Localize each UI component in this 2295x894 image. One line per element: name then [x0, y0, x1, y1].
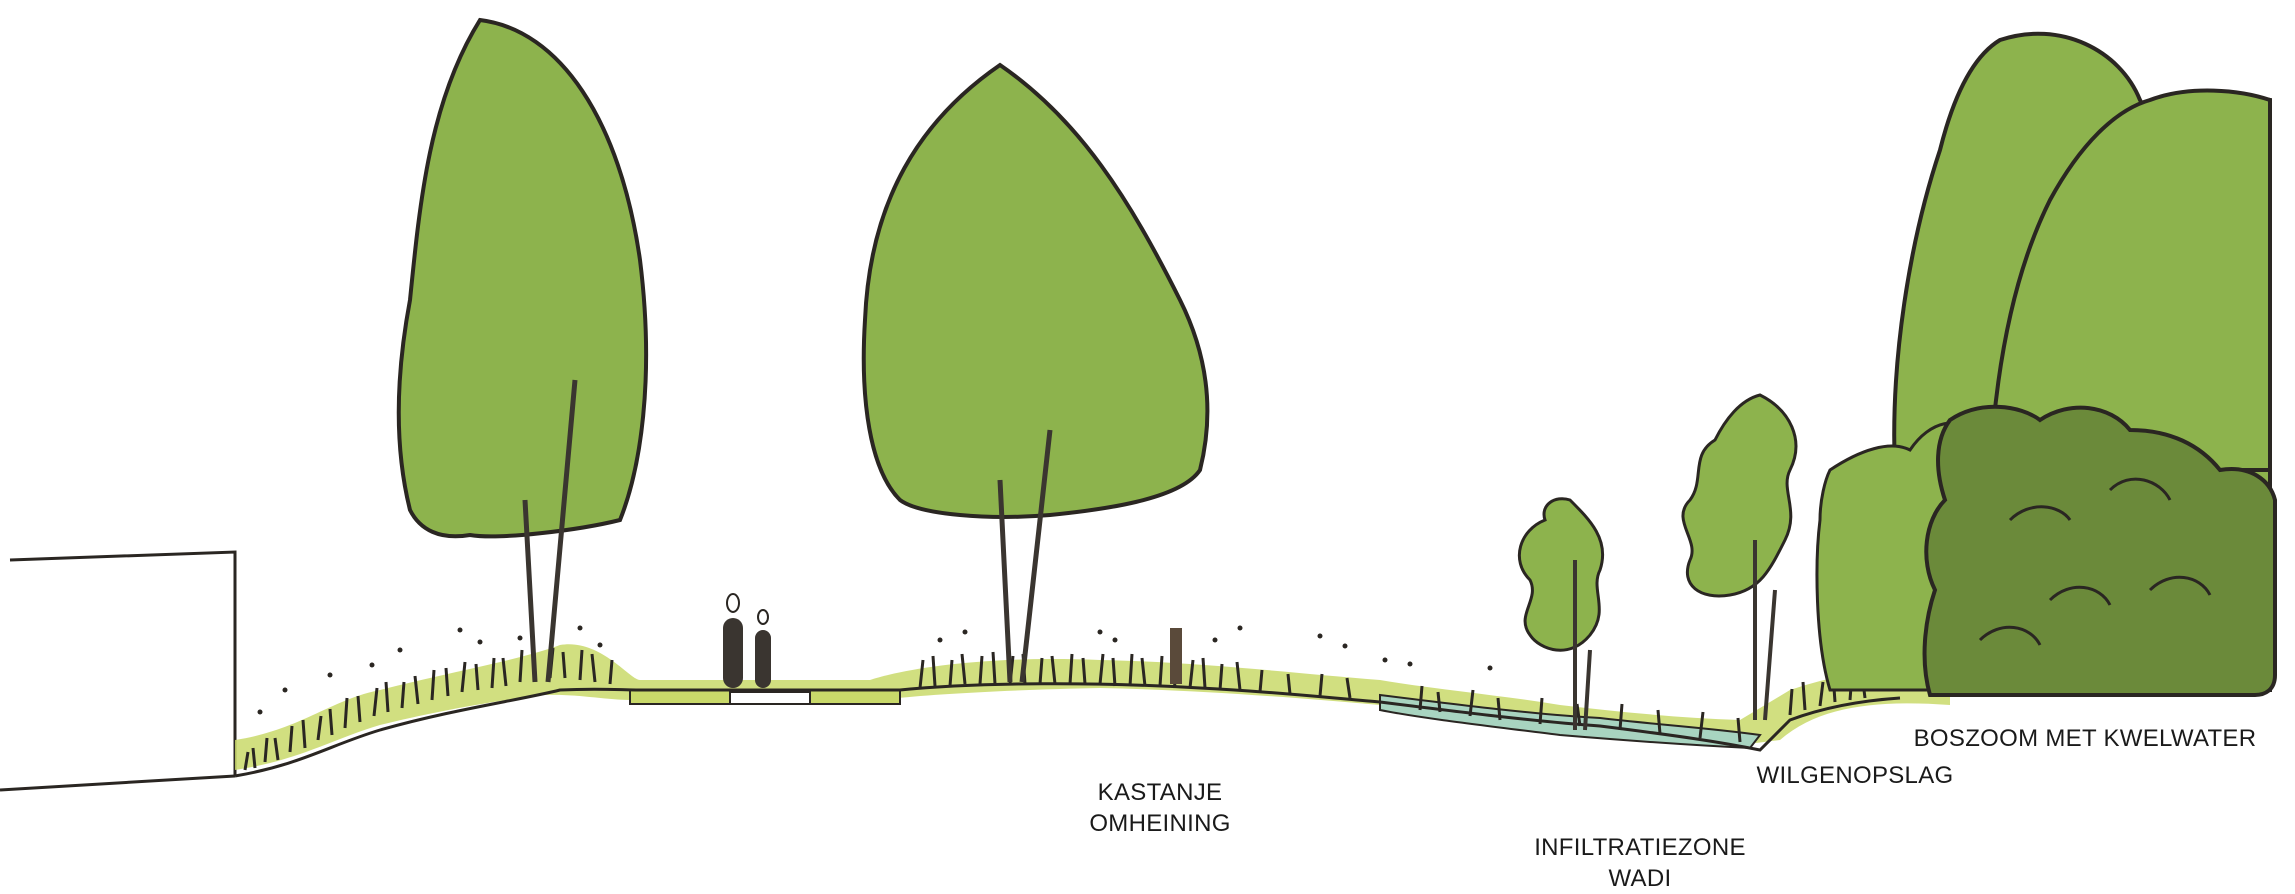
fence-post [1170, 628, 1182, 684]
willow-small-1 [1519, 499, 1602, 730]
label-kastanje-omheining: KASTANJE OMHEINING [1040, 777, 1280, 839]
people-figures [723, 594, 771, 688]
label-kastanje-line-1: KASTANJE [1040, 777, 1280, 808]
path-strips [630, 690, 900, 704]
label-kastanje-line-2: OMHEINING [1040, 808, 1280, 839]
building-outline [0, 552, 235, 790]
label-wilgenopslag: WILGENOPSLAG [1735, 760, 1975, 791]
tree-2 [864, 65, 1208, 682]
label-boszoom-met-kwelwater: BOSZOOM MET KWELWATER [1880, 723, 2290, 754]
willow-small-2 [1683, 395, 1796, 720]
tree-1 [399, 20, 646, 682]
label-infiltratie-line-2: WADI [1520, 863, 1760, 894]
label-infiltratie-line-1: INFILTRATIEZONE [1520, 832, 1760, 863]
label-infiltratiezone-wadi: INFILTRATIEZONE WADI [1520, 832, 1760, 894]
label-wilgen-line-1: WILGENOPSLAG [1735, 760, 1975, 791]
label-boszoom-line-1: BOSZOOM MET KWELWATER [1880, 723, 2290, 754]
